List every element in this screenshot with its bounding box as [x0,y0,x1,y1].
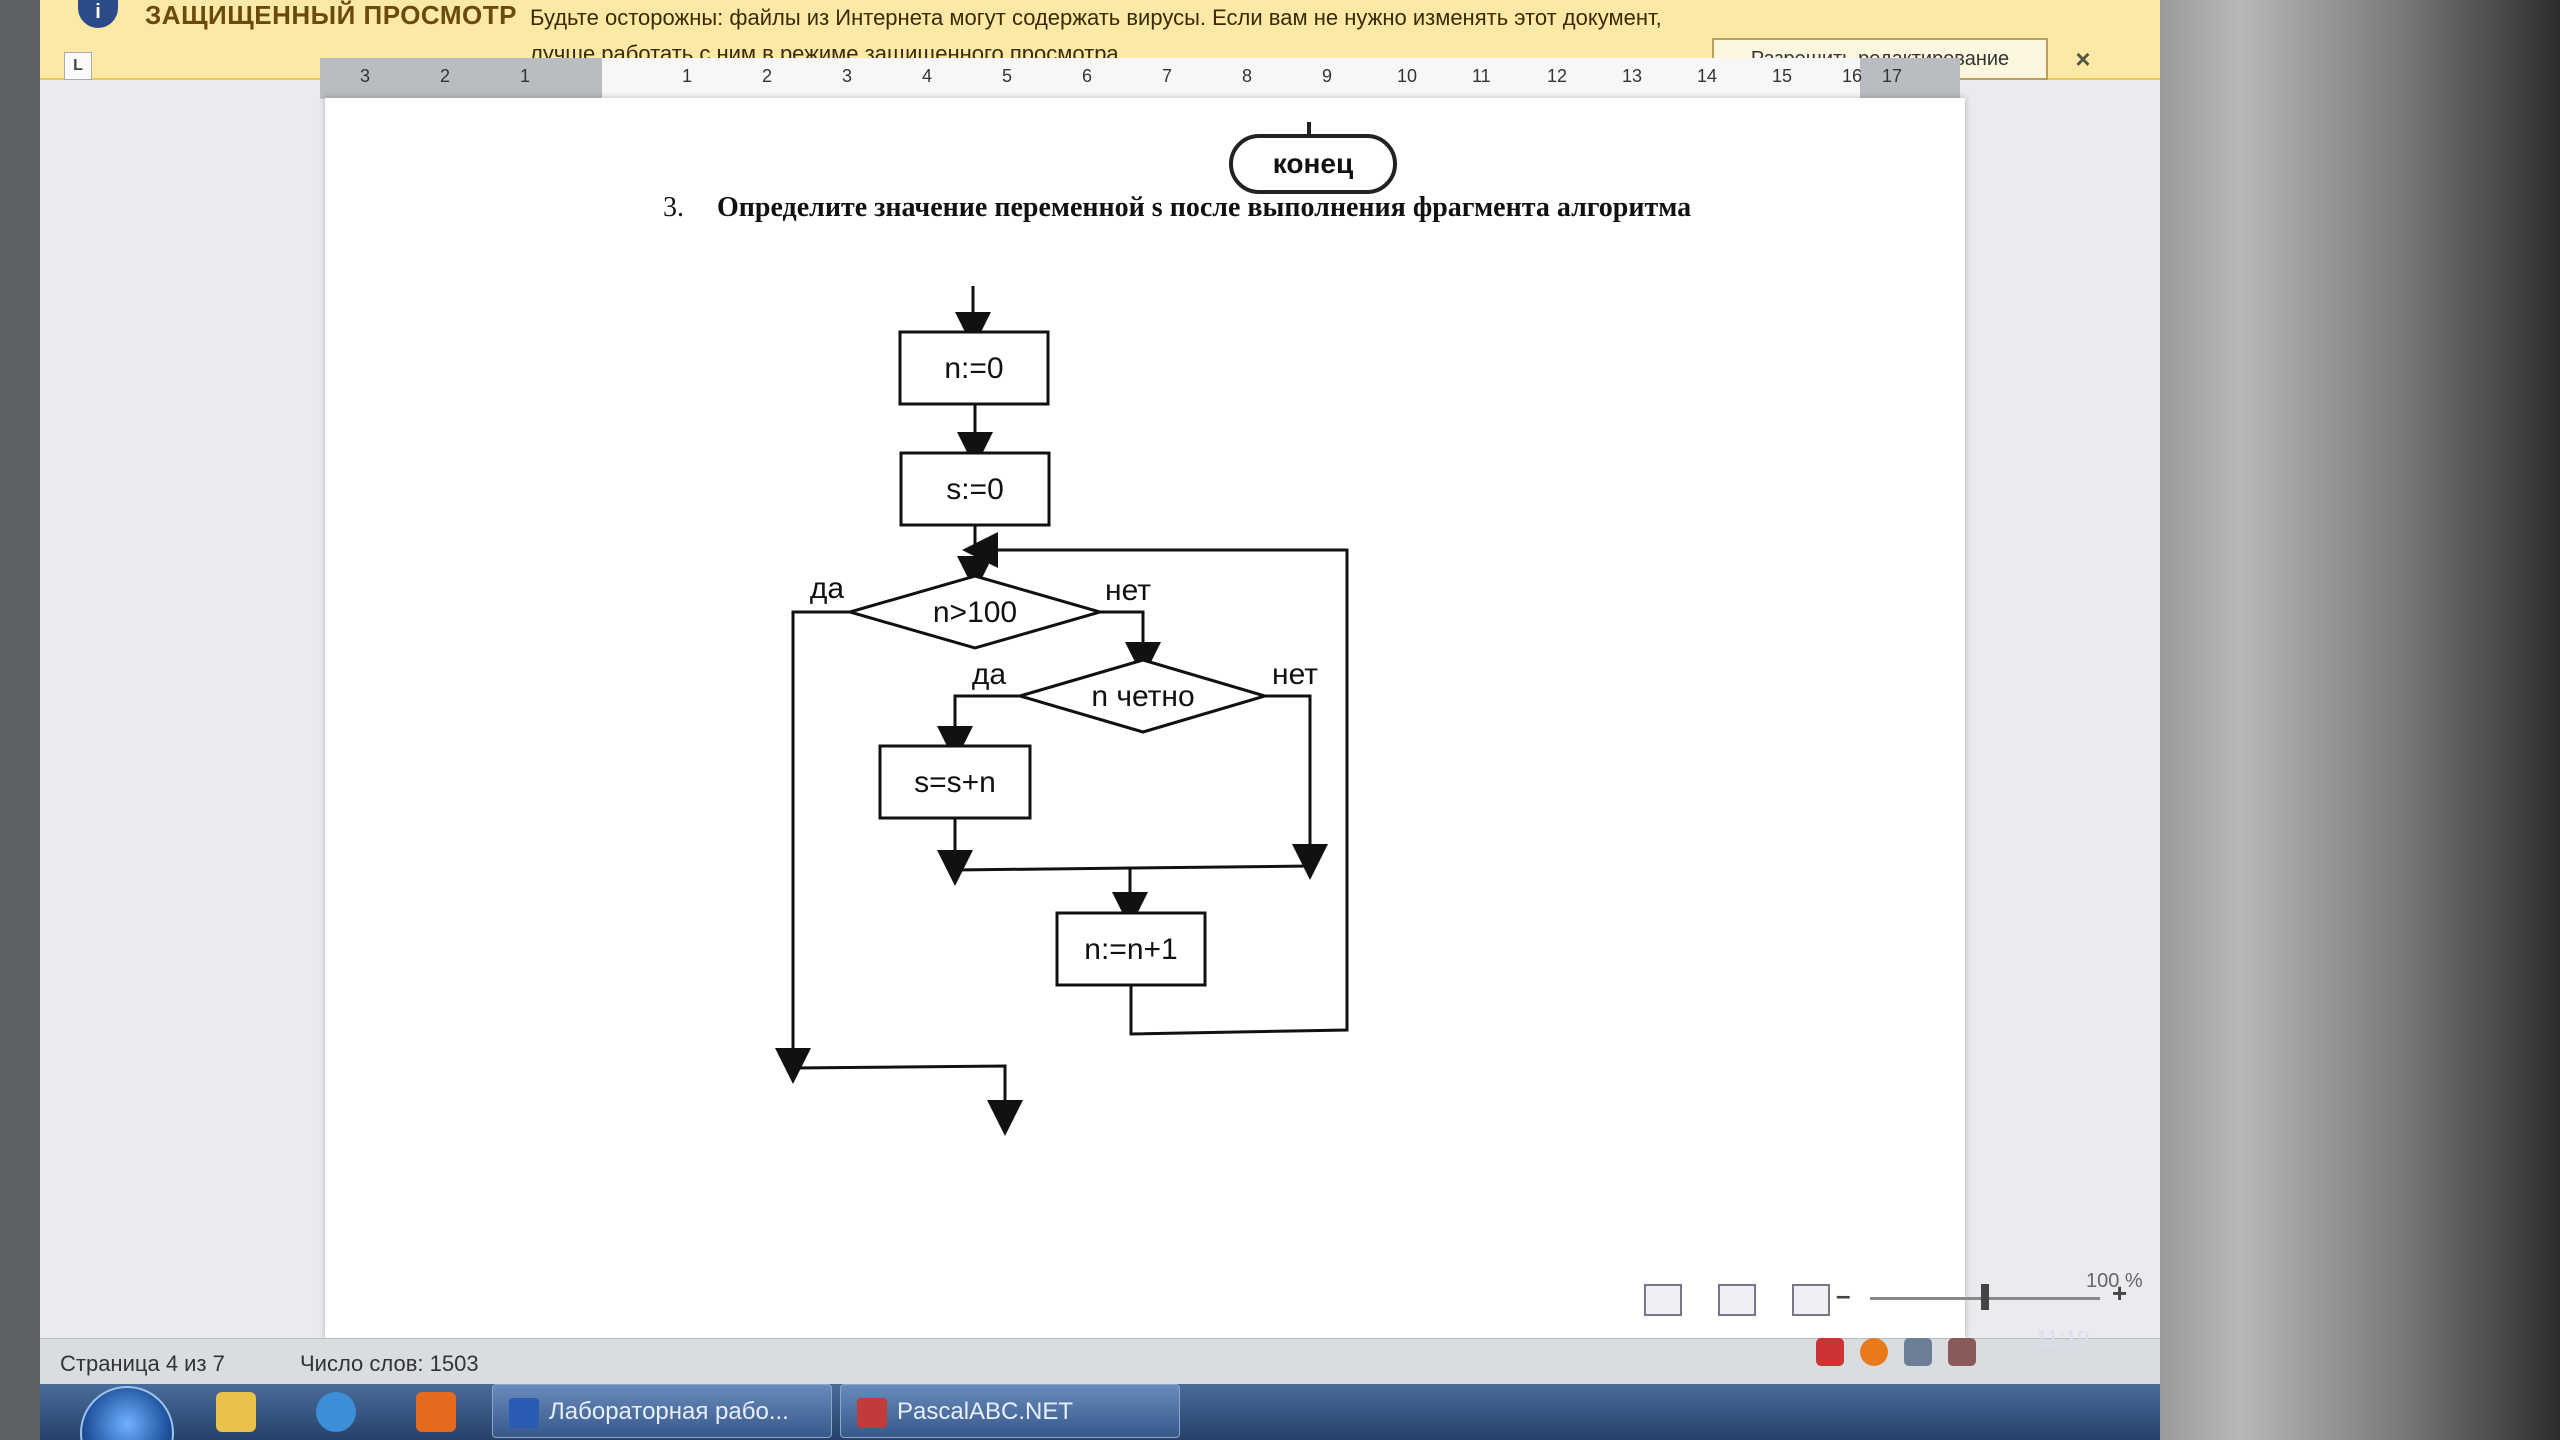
taskbar: Лабораторная рабо... PascalABC.NET [40,1384,2160,1440]
word-count[interactable]: Число слов: 1503 [300,1351,479,1376]
antivirus-icon[interactable] [1860,1338,1888,1366]
monitor-bezel-left [0,0,40,1440]
taskbar-item-pascal[interactable]: PascalABC.NET [840,1384,1180,1438]
clock[interactable]: 11:19 [2036,1326,2090,1351]
ruler-tick: 11 [1472,66,1491,86]
ruler-tick: 5 [1002,66,1013,86]
flow-arrow [1100,610,1161,678]
ruler-tick: 7 [1162,66,1173,86]
flow-arrow [1307,122,1311,136]
network-icon[interactable] [1904,1338,1932,1366]
zoom-out-button[interactable]: – [1836,1280,1851,1310]
taskbar-item-label: PascalABC.NET [897,1398,1074,1425]
ruler-left-margin [320,58,602,98]
explorer-icon[interactable] [216,1392,256,1432]
zoom-in-button[interactable]: + [2112,1278,2128,1308]
ruler-ticks: 3 2 1 1 2 3 4 5 6 7 8 9 10 11 12 13 14 1… [320,66,1960,90]
media-player-icon[interactable] [416,1392,456,1432]
flow-arrow [792,1064,1023,1136]
start-button[interactable] [80,1386,174,1440]
merge-line [954,864,1311,872]
monitor-bezel-right [2160,0,2560,1440]
cond2-yes-label: да [972,658,1007,691]
ruler-tick: 4 [922,66,933,86]
zoom-slider-thumb[interactable] [1981,1284,1989,1310]
ruler-tick: 17 [1882,66,1903,86]
init-s-label: s:=0 [946,473,1004,506]
task-number: 3. [663,192,684,223]
ruler-tick: 2 [440,66,451,86]
ruler-tick: 16 [1842,66,1863,86]
ruler-tick: 6 [1082,66,1093,86]
word-window: i ЗАЩИЩЕННЫЙ ПРОСМОТР Будьте осторожны: … [40,0,2160,1440]
horizontal-ruler[interactable]: 3 2 1 1 2 3 4 5 6 7 8 9 10 11 12 13 14 1… [320,58,1960,99]
ruler-tick: 14 [1697,66,1718,86]
flow-arrow [1265,694,1328,880]
status-bar: Страница 4 из 7 Число слов: 1503 [40,1338,2160,1385]
page-count[interactable]: Страница 4 из 7 [60,1351,225,1376]
ruler-right-margin [1860,58,1960,98]
process-box-inc [1055,911,1207,987]
inc-label: n:=n+1 [1084,933,1177,966]
add-label: s=s+n [914,766,996,799]
ruler-tick: 10 [1397,66,1418,86]
ruler-tick: 9 [1322,66,1333,86]
cond1-label: n>100 [933,596,1017,629]
ruler-tick: 2 [762,66,773,86]
process-box-add [878,744,1032,820]
close-icon[interactable]: × [2075,44,2091,74]
ruler-tick: 15 [1772,66,1793,86]
end-terminal: конец [1229,134,1397,194]
taskbar-item-label: Лабораторная рабо... [549,1398,789,1425]
cond2-label: n четно [1091,680,1194,713]
cond1-no-label: нет [1105,574,1151,607]
task-text: Определите значение переменной s после в… [717,192,1692,223]
ruler-tick: 8 [1242,66,1253,86]
flow-arrow [775,610,850,1084]
init-n-label: n:=0 [944,352,1003,385]
flag-icon[interactable] [1816,1338,1844,1366]
flow-arrow [937,694,1020,762]
ruler-tick: 3 [842,66,853,86]
flowchart: n:=0 s:=0 n>100 да нет n четно да нет s=… [775,286,1349,1136]
cond2-no-label: нет [1272,658,1318,691]
info-shield-icon: i [78,0,118,28]
word-icon [509,1397,539,1428]
protected-view-title: ЗАЩИЩЕННЫЙ ПРОСМОТР [145,0,517,30]
ruler-tick: 3 [360,66,371,86]
pascal-icon [857,1397,887,1428]
web-layout-icon[interactable] [1792,1284,1830,1316]
ruler-tick: 12 [1547,66,1568,86]
zoom-level[interactable]: 100 % [2086,1270,2143,1292]
cond1-yes-label: да [810,572,845,605]
volume-muted-icon[interactable] [1948,1338,1976,1366]
print-layout-icon[interactable] [1718,1284,1756,1316]
ruler-tick: 13 [1622,66,1643,86]
document-page[interactable]: конец 3. Определите значение переменной … [325,98,1965,1338]
ruler-tick: 1 [520,66,531,86]
loop-back-arrow [962,532,1349,1036]
ruler-tick: 1 [682,66,693,86]
browser-icon[interactable] [316,1392,356,1432]
read-mode-icon[interactable] [1644,1284,1682,1316]
taskbar-item-word[interactable]: Лабораторная рабо... [492,1384,832,1438]
tab-selector[interactable]: L [64,52,92,80]
